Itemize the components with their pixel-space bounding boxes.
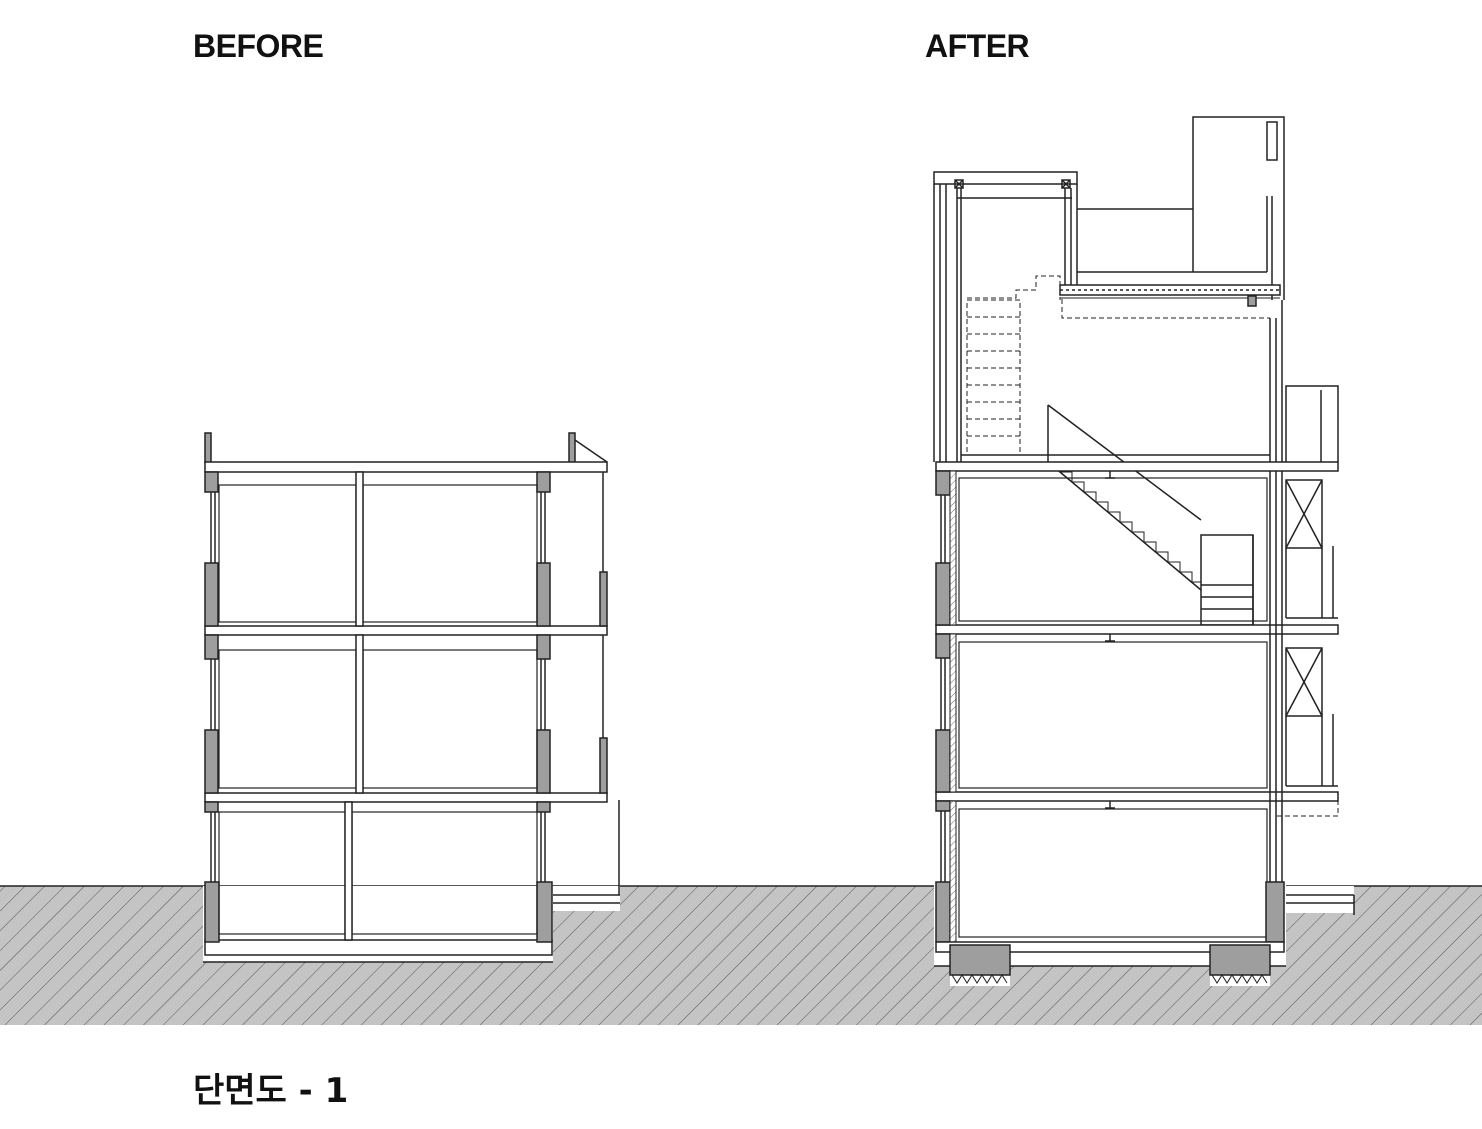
after-label: AFTER: [925, 28, 1030, 64]
before-section: [203, 432, 620, 963]
before-label: BEFORE: [193, 28, 324, 64]
drawing-title: 단면도 - 1: [193, 1071, 349, 1111]
after-section: [933, 116, 1355, 984]
